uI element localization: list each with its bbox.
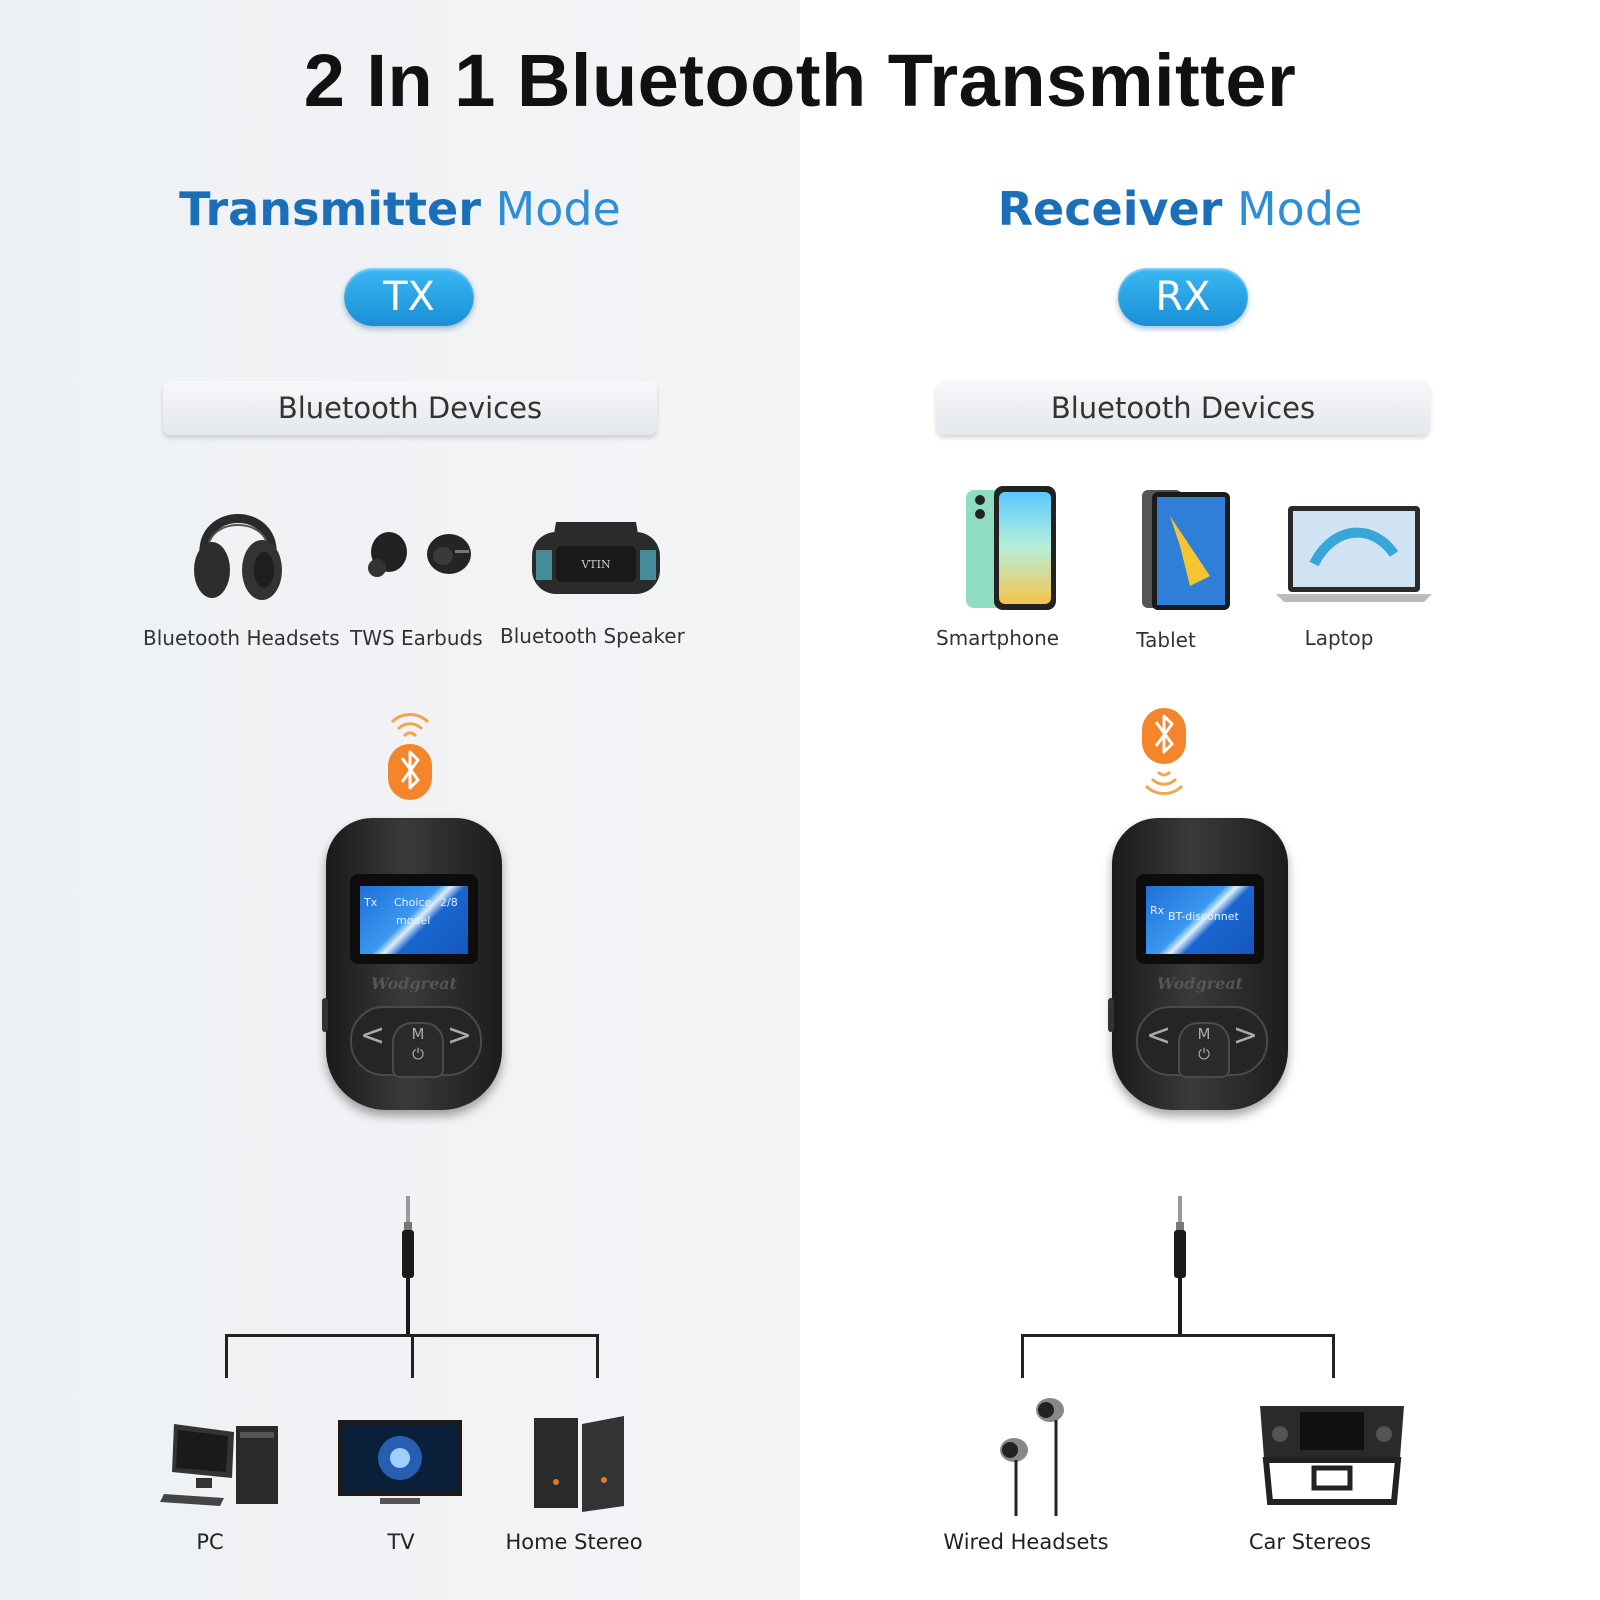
screen-count: 2/8: [440, 896, 458, 909]
lcd-screen: Tx Choice 2/8 model: [360, 886, 468, 954]
bluetooth-devices-bar: Bluetooth Devices: [936, 381, 1430, 435]
output-label-wired-headsets: Wired Headsets: [943, 1530, 1109, 1554]
wired-headsets-icon: [1000, 1398, 1064, 1516]
svg-text:VTIN: VTIN: [580, 558, 611, 571]
right-arrow-icon: >: [1232, 1018, 1258, 1053]
brand-logo: Wodgreat: [1156, 974, 1244, 993]
laptop-icon: [1276, 506, 1432, 602]
lcd-screen-frame: Tx Choice 2/8 model: [350, 874, 478, 964]
pc-icon: [160, 1424, 278, 1506]
rx-badge: RX: [1118, 268, 1248, 326]
connector-line: [596, 1334, 599, 1378]
mode-title-light: Mode: [480, 182, 621, 236]
screen-text: BT-disconnet: [1168, 910, 1239, 923]
tx-badge: TX: [344, 268, 474, 326]
tv-icon: [338, 1420, 462, 1504]
left-arrow-icon: <: [1146, 1018, 1172, 1053]
bluetooth-devices-bar: Bluetooth Devices: [163, 381, 657, 435]
device-label-headsets: Bluetooth Headsets: [143, 626, 340, 650]
tablet-icon: [1142, 490, 1230, 610]
connector-line: [225, 1334, 228, 1378]
device-label-laptop: Laptop: [1304, 626, 1374, 650]
lcd-screen: Rx BT-disconnet: [1146, 886, 1254, 954]
receiver-device: Rx BT-disconnet Wodgreat < > M ⏻: [1108, 818, 1288, 1110]
bluetooth-signal-icon: [388, 713, 432, 800]
mode-title-strong: Transmitter: [179, 182, 481, 236]
screen-mode: Rx: [1150, 904, 1165, 917]
output-label-pc: PC: [196, 1530, 224, 1554]
output-label-car-stereos: Car Stereos: [1248, 1530, 1372, 1554]
transmitter-mode-panel: Transmitter Mode TX Bluetooth Devices VT…: [0, 182, 800, 1554]
receiver-mode-panel: Receiver Mode RX Bluetooth Devices Smart…: [800, 0, 1600, 1600]
device-label-earbuds: TWS Earbuds: [350, 626, 483, 650]
audio-cable-icon: [1174, 1196, 1186, 1336]
device-label-smartphone: Smartphone: [936, 626, 1060, 650]
lcd-screen-frame: Rx BT-disconnet: [1136, 874, 1264, 964]
receiver-mode-title: Receiver Mode: [780, 182, 1580, 236]
earbuds-icon: [368, 532, 471, 577]
power-icon: ⏻: [412, 1045, 424, 1063]
smartphone-icon: [966, 486, 1056, 610]
mode-title-light: Mode: [1222, 182, 1363, 236]
car-stereo-icon: [1260, 1406, 1404, 1505]
device-label-tablet: Tablet: [1136, 628, 1196, 652]
home-stereo-icon: [534, 1416, 624, 1512]
menu-power-button: M ⏻: [392, 1022, 444, 1078]
output-label-tv: TV: [387, 1530, 415, 1554]
side-button: [1108, 998, 1114, 1032]
right-arrow-icon: >: [446, 1018, 472, 1053]
screen-text: Choice: [394, 896, 432, 909]
screen-mode: Tx: [364, 896, 378, 909]
left-arrow-icon: <: [360, 1018, 386, 1053]
mode-title-strong: Receiver: [997, 182, 1223, 236]
connector-line: [1021, 1334, 1024, 1378]
control-pad: < > M ⏻: [1136, 1006, 1268, 1078]
brand-logo: Wodgreat: [370, 974, 458, 993]
menu-power-button: M ⏻: [1178, 1022, 1230, 1078]
device-label-speaker: Bluetooth Speaker: [500, 624, 685, 648]
menu-button-label: M: [411, 1025, 425, 1043]
connector-line: [411, 1334, 414, 1378]
screen-text-secondary: model: [396, 914, 431, 927]
connector-line: [1332, 1334, 1335, 1378]
output-label-home-stereo: Home Stereo: [505, 1530, 643, 1554]
page-title: 2 In 1 Bluetooth Transmitter: [303, 39, 1297, 122]
transmitter-device: Tx Choice 2/8 model Wodgreat < > M ⏻: [322, 818, 502, 1110]
speaker-icon: VTIN: [532, 522, 660, 594]
audio-cable-icon: [402, 1196, 414, 1336]
menu-button-label: M: [1197, 1025, 1211, 1043]
control-pad: < > M ⏻: [350, 1006, 482, 1078]
side-button: [322, 998, 328, 1032]
bluetooth-signal-icon: [1142, 708, 1186, 795]
connector-line: [1021, 1334, 1335, 1337]
transmitter-mode-title: Transmitter Mode: [0, 182, 800, 236]
headphones-icon: [194, 514, 282, 600]
power-icon: ⏻: [1198, 1045, 1210, 1063]
